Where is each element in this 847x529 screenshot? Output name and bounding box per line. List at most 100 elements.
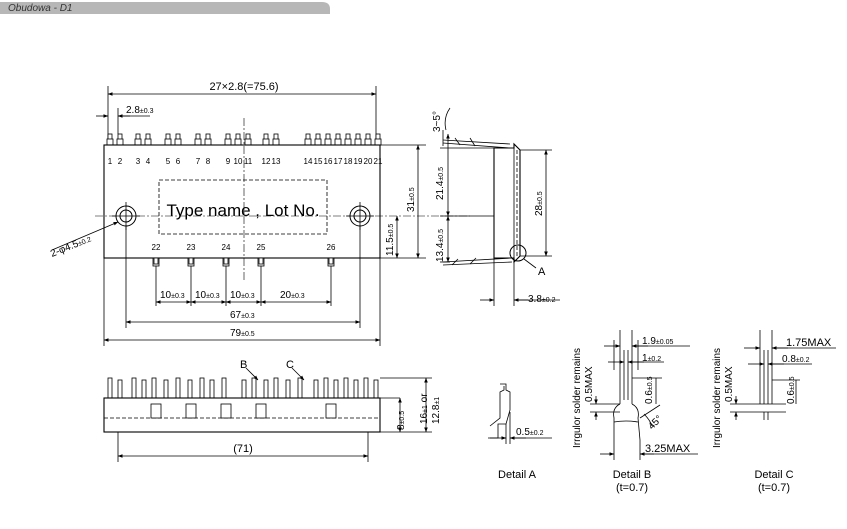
pin-number-bottom: 22 (152, 243, 161, 252)
side-view: 3~5° A 21.4±0.5 13.4±0.5 28±0.5 3. (432, 107, 560, 306)
front-pin (209, 379, 215, 399)
bottom-pin (223, 257, 229, 265)
top-pin-base (164, 138, 172, 146)
top-pin-base (272, 138, 280, 146)
pin-number-top: 2 (118, 157, 123, 166)
detail-b-dim-1: 1±0.2 (642, 353, 661, 364)
detail-a-dim-label: 0.5±0.2 (516, 427, 544, 438)
mid-width-label: 67±0.3 (230, 310, 255, 321)
pin-number-top: 16 (324, 157, 333, 166)
top-pin-base (304, 138, 312, 146)
detail-b-subtitle: (t=0.7) (616, 482, 648, 494)
top-pin-base (324, 138, 332, 146)
pin-number-top: 6 (176, 157, 181, 166)
front-lower-pin (325, 403, 337, 419)
detail-c-solder-max: 0.5MAX (724, 366, 735, 402)
detail-a: 0.5±0.2 Detail A (488, 383, 552, 481)
pin-number-top: 13 (272, 157, 281, 166)
top-pin-base (116, 138, 124, 146)
front-pin (251, 377, 257, 399)
pin-number-top: 7 (196, 157, 201, 166)
top-pin-base (194, 138, 202, 146)
detail-b: Irrgulor solder remains 0.5MAX 45° 1.9±0… (572, 330, 698, 494)
front-view: B C 8±0.5 16±1 or 12.8±1 (71) (103, 359, 442, 462)
front-pin (187, 379, 193, 399)
pin-number-top: 19 (354, 157, 363, 166)
detail-c: Irrgulor solder remains 0.5MAX 1.75MAX 0… (712, 330, 836, 494)
top-pin-base (134, 138, 142, 146)
front-pin (151, 377, 157, 399)
height-label: 31±0.5 (406, 187, 417, 212)
front-pin (263, 379, 269, 399)
pin-number-top: 9 (226, 157, 231, 166)
front-pin (175, 377, 181, 399)
front-lower-pins (150, 403, 337, 419)
detail-a-marker (509, 244, 527, 262)
header-tab-shape (0, 2, 330, 14)
spacing-10b-label: 10±0.3 (195, 290, 220, 301)
detail-c-dim-0-8: 0.8±0.2 (782, 354, 810, 365)
top-pin-base (364, 138, 372, 146)
front-pin (199, 377, 205, 399)
pin-number-top: 11 (244, 157, 253, 166)
bottom-pin (188, 257, 194, 265)
dim-12-8-label: 12.8±1 (431, 397, 442, 424)
front-pin (343, 377, 349, 399)
front-pin (333, 379, 339, 399)
angle-label: 3~5° (432, 111, 443, 132)
pin-number-top: 15 (314, 157, 323, 166)
side-body (493, 142, 521, 264)
header-tab-label: Obudowa - D1 (8, 3, 73, 14)
bottom-pins (152, 257, 335, 267)
front-pin (107, 377, 113, 399)
bottom-pin (153, 257, 159, 265)
top-pin-base (262, 138, 270, 146)
dim-13-4-label: 13.4±0.5 (435, 229, 446, 262)
front-lower-pin (150, 403, 162, 419)
module-body (103, 144, 381, 259)
pin-number-top: 18 (344, 157, 353, 166)
front-pins (107, 377, 379, 399)
dim-28-label: 28±0.5 (534, 191, 545, 216)
detail-c-marker-label: C (286, 359, 294, 371)
pin-number-top: 14 (304, 157, 313, 166)
front-lower-pin (220, 403, 232, 419)
front-pin (221, 377, 227, 399)
dim-71-label: (71) (233, 443, 253, 455)
pin-number-top: 21 (374, 157, 383, 166)
pin-number-top: 8 (206, 157, 211, 166)
pin-number-top: 1 (108, 157, 113, 166)
detail-a-title: Detail A (498, 469, 537, 481)
type-label-box (158, 179, 328, 235)
pin-number-top: 4 (146, 157, 151, 166)
front-pin (285, 379, 291, 399)
top-pin-base (344, 138, 352, 146)
front-pin (131, 377, 137, 399)
front-pin (363, 377, 369, 399)
detail-b-dim-3-25: 3.25MAX (645, 443, 691, 455)
offset-11-5-label: 11.5±0.5 (385, 224, 396, 256)
front-pin (297, 377, 303, 399)
bottom-pin (258, 257, 264, 265)
spacing-10c-label: 10±0.3 (230, 290, 255, 301)
detail-b-dim-1-9: 1.9±0.05 (642, 336, 673, 347)
detail-c-title: Detail C (754, 469, 793, 481)
detail-b-solder-max: 0.5MAX (584, 366, 595, 402)
header-tab (0, 2, 330, 14)
front-pin (241, 379, 247, 399)
detail-b-dim-0-6: 0.6±0.5 (644, 376, 655, 404)
pin-number-top: 5 (166, 157, 171, 166)
top-pin-base (354, 138, 362, 146)
front-pin (273, 377, 279, 399)
top-pin-base (224, 138, 232, 146)
front-lower-pin (255, 403, 267, 419)
top-pin-base (244, 138, 252, 146)
front-lower-pin (185, 403, 197, 419)
front-pin (323, 377, 329, 399)
front-pin (117, 379, 123, 399)
pin-number-bottom: 25 (257, 243, 266, 252)
